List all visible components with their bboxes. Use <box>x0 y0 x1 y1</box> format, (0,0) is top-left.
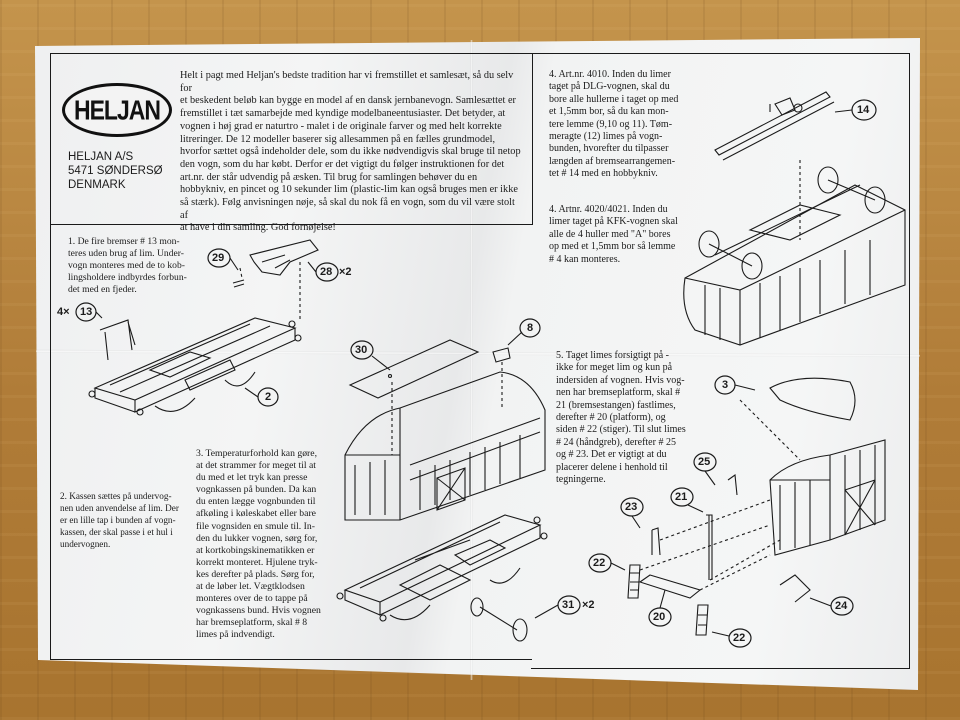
brake-arrangement-14 <box>714 91 835 161</box>
callout-22b <box>728 628 752 648</box>
callout-30 <box>350 340 374 360</box>
callout-2-label: 2 <box>265 391 272 403</box>
callout-25-label: 25 <box>698 456 711 468</box>
wagon-end-drawing-step5 <box>769 439 886 556</box>
step-2-text: 2. Kassen sættes på undervog-nen uden an… <box>60 491 179 549</box>
step-3-text: 3. Temperaturforhold kan gøre,at det str… <box>196 448 321 641</box>
callout-21-label: 21 <box>675 491 688 503</box>
brake-rod-21 <box>706 514 713 580</box>
small-parts-step5 <box>627 474 811 636</box>
coupling-part-28 <box>249 239 319 276</box>
wagon-underside-drawing-step4 <box>683 166 906 346</box>
guide-lines-step2 <box>391 362 503 455</box>
ladder-22b <box>695 604 709 636</box>
spring-part-29 <box>232 279 245 288</box>
callout-leaders <box>95 109 853 637</box>
ladder-22a <box>627 564 641 599</box>
roof-part-3 <box>769 377 856 421</box>
company-address: HELJAN A/S 5471 SØNDERSØ DENMARK <box>68 151 163 191</box>
underframe-drawing-step1 <box>88 317 302 416</box>
grip-24 <box>779 574 811 603</box>
callout-21 <box>670 487 694 507</box>
handrail-23 <box>651 527 661 556</box>
callout-31-suffix: ×2 <box>582 599 595 611</box>
callout-22b-label: 22 <box>733 632 746 644</box>
guide-lines-step1 <box>239 262 301 320</box>
step-1-text: 1. De fire bremser # 13 mon-teres uden b… <box>68 236 187 295</box>
callout-14-label: 14 <box>857 104 870 116</box>
callout-8 <box>519 318 541 338</box>
callout-31-label: 31 <box>562 599 575 611</box>
heljan-logo: HELJAN <box>62 83 172 137</box>
callout-29-label: 29 <box>212 252 225 264</box>
left-lower-frame <box>50 223 532 660</box>
callout-13-prefix: 4× <box>57 306 70 318</box>
underframe-drawing-step3 <box>336 514 548 622</box>
step-5-text: 5. Taget limes forsigtigt på -ikke for m… <box>556 350 686 486</box>
brake-part-13 <box>99 319 136 361</box>
callout-24-label: 24 <box>835 600 848 612</box>
callout-20-label: 20 <box>653 611 666 623</box>
right-column-frame <box>531 53 910 669</box>
callout-28-label: 28 <box>320 266 333 278</box>
handle-25 <box>727 474 738 496</box>
wagon-body-drawing <box>344 371 546 521</box>
header-frame <box>50 53 533 225</box>
guide-lines-step5 <box>639 399 801 591</box>
platform-20 <box>638 574 702 599</box>
roof-plate-30 <box>348 339 480 399</box>
callout-22a-label: 22 <box>593 557 606 569</box>
callouts <box>75 99 877 648</box>
callout-3-label: 3 <box>722 379 729 391</box>
callout-13-label: 13 <box>80 306 93 318</box>
callout-23-label: 23 <box>625 501 638 513</box>
callout-28-suffix: ×2 <box>339 266 352 278</box>
platform-part-8 <box>492 347 511 363</box>
callout-8-label: 8 <box>527 322 534 334</box>
sheet-fold-vertical <box>470 40 473 680</box>
callout-30-label: 30 <box>355 344 368 356</box>
wheelset-31 <box>470 597 528 642</box>
intro-paragraph: Helt i pagt med Heljan's bedste traditio… <box>180 70 521 234</box>
